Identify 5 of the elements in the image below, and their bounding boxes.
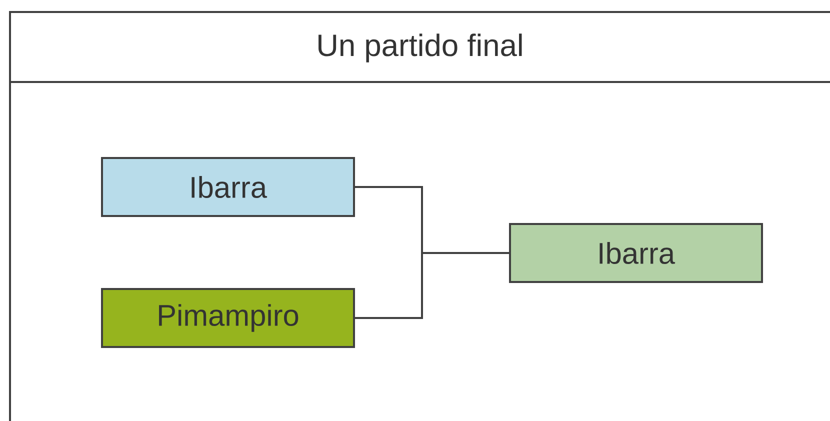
bracket-line [355,252,509,319]
team-box: Ibarra [101,157,355,217]
title: Un partido final [318,34,522,62]
team-box: Ibarra [509,223,763,283]
team-box: Pimampiro [101,288,355,348]
